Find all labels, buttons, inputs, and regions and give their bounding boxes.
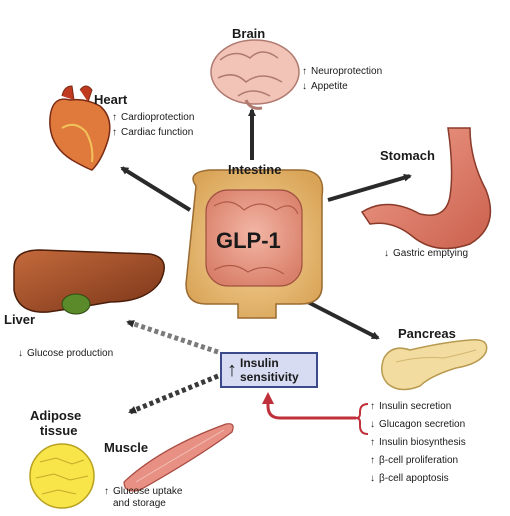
pancreas-illustration xyxy=(381,339,488,391)
muscle-label: Muscle xyxy=(104,440,149,455)
muscle-effects: ↑ Glucose uptake and storage xyxy=(104,486,183,510)
brain-effect-0: ↑ Neuroprotection xyxy=(302,64,382,79)
feedback-arrow xyxy=(262,392,356,420)
heart-effect-1: ↑ Cardiac function xyxy=(112,125,194,140)
adipose-label: Adipose tissue xyxy=(30,408,81,438)
pancreas-effect-4: ↓ β-cell apoptosis xyxy=(370,470,466,488)
effect-text: Cardioprotection xyxy=(121,112,195,123)
brain-effects: ↑ Neuroprotection ↓ Appetite xyxy=(302,64,382,94)
effect-text: and storage xyxy=(113,498,166,509)
intestine-illustration xyxy=(185,169,324,319)
stomach-effects: ↓ Gastric emptying xyxy=(384,246,468,261)
up-arrow-icon: ↑ xyxy=(370,401,375,412)
liver-label: Liver xyxy=(4,312,36,327)
adipose-line1: Adipose xyxy=(30,408,82,423)
stomach-effect-0: ↓ Gastric emptying xyxy=(384,246,468,261)
effect-text: Appetite xyxy=(311,81,348,92)
effect-text: Neuroprotection xyxy=(311,66,383,77)
effect-text: Glucagon secretion xyxy=(379,419,466,430)
insulin-sensitivity-box: ↑ Insulin sensitivity xyxy=(220,352,318,388)
insulin-line1: Insulin xyxy=(240,356,279,370)
arrow-to-pancreas xyxy=(299,296,380,340)
stomach-illustration xyxy=(360,127,492,250)
liver-effect-0: ↓ Glucose production xyxy=(18,346,113,361)
up-arrow-icon: ↑ xyxy=(370,455,375,466)
brain-label: Brain xyxy=(232,26,266,41)
arrow-to-adipose xyxy=(128,373,219,415)
effect-text: β-cell proliferation xyxy=(379,455,459,466)
effect-text: β-cell apoptosis xyxy=(379,473,449,484)
adipose-illustration xyxy=(29,443,95,509)
muscle-effect-line2: and storage xyxy=(104,498,183,510)
pancreas-effect-2: ↑ Insulin biosynthesis xyxy=(370,434,466,452)
effect-text: Insulin biosynthesis xyxy=(379,437,466,448)
down-arrow-icon: ↓ xyxy=(384,248,389,259)
insulin-sensitivity-text: Insulin sensitivity xyxy=(240,356,299,384)
insulin-line2: sensitivity xyxy=(240,370,299,384)
up-arrow-icon: ↑ xyxy=(302,66,307,77)
up-arrow-icon: ↑ xyxy=(370,437,375,448)
down-arrow-icon: ↓ xyxy=(370,419,375,430)
intestine-label: Intestine xyxy=(228,162,282,177)
brain-illustration xyxy=(210,39,300,110)
pancreas-bracket xyxy=(355,403,369,435)
arrow-to-stomach xyxy=(327,173,412,202)
glp1-label: GLP-1 xyxy=(216,228,281,253)
effect-text: Cardiac function xyxy=(121,127,194,138)
pancreas-effects: ↑ Insulin secretion ↓ Glucagon secretion ↑… xyxy=(370,398,466,488)
heart-illustration xyxy=(49,85,111,171)
muscle-effect-line1: ↑ Glucose uptake xyxy=(104,486,183,498)
up-arrow-icon: ↑ xyxy=(112,127,117,138)
arrow-to-liver xyxy=(126,319,219,355)
liver-illustration xyxy=(13,249,165,315)
heart-label: Heart xyxy=(94,92,128,107)
liver-effects: ↓ Glucose production xyxy=(18,346,113,361)
pancreas-label: Pancreas xyxy=(398,326,456,341)
up-arrow-icon: ↑ xyxy=(104,486,109,497)
up-arrow-icon: ↑ xyxy=(112,112,117,123)
effect-text: Gastric emptying xyxy=(393,248,469,259)
heart-effect-0: ↑ Cardioprotection xyxy=(112,110,194,125)
pancreas-effect-1: ↓ Glucagon secretion xyxy=(370,416,466,434)
pancreas-effect-0: ↑ Insulin secretion xyxy=(370,398,466,416)
brain-effect-1: ↓ Appetite xyxy=(302,79,382,94)
arrow-to-heart xyxy=(120,166,192,212)
effect-text: Glucose production xyxy=(27,348,114,359)
down-arrow-icon: ↓ xyxy=(302,81,307,92)
down-arrow-icon: ↓ xyxy=(370,473,375,484)
effect-text: Insulin secretion xyxy=(379,401,452,412)
heart-effects: ↑ Cardioprotection ↑ Cardiac function xyxy=(112,110,194,140)
effect-text: Glucose uptake xyxy=(113,486,183,497)
muscle-illustration xyxy=(123,423,234,492)
pancreas-effect-3: ↑ β-cell proliferation xyxy=(370,452,466,470)
adipose-line2: tissue xyxy=(39,423,78,438)
up-arrow-icon: ↑ xyxy=(227,359,237,381)
stomach-label: Stomach xyxy=(380,148,435,163)
down-arrow-icon: ↓ xyxy=(18,348,23,359)
